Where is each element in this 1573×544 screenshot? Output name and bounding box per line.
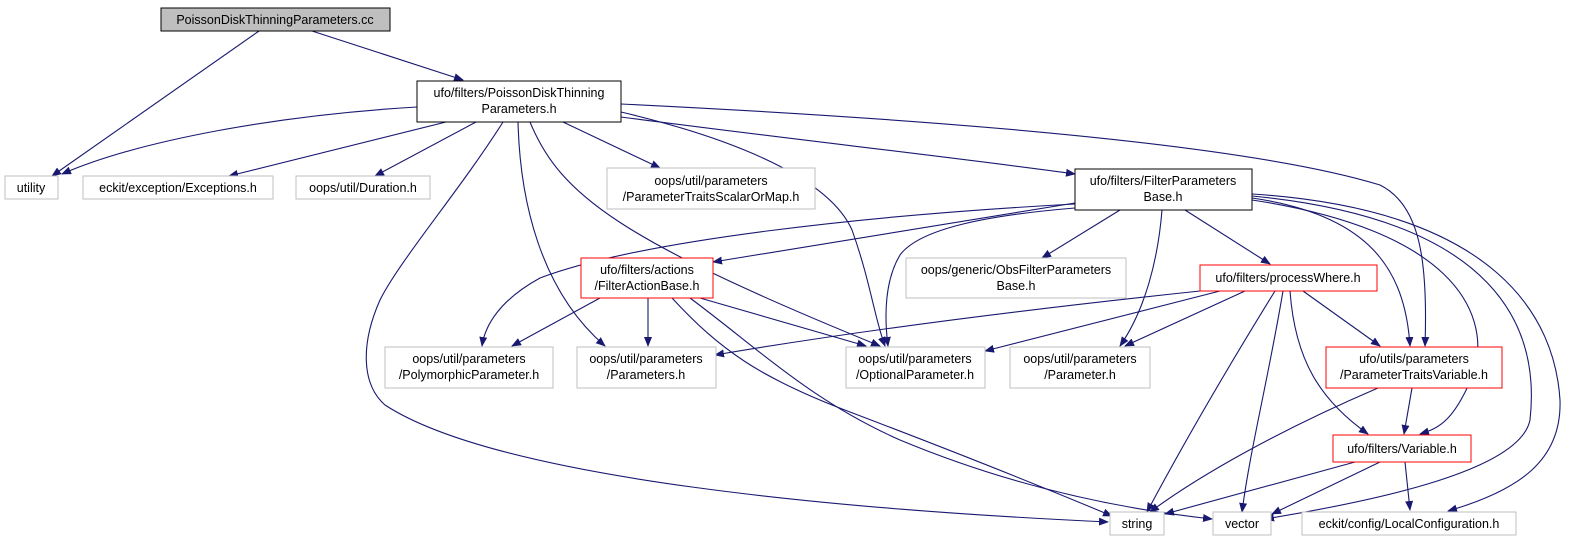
node-ptsom-label-1: oops/util/parameters [654,174,767,188]
node-ptsom-label-2: /ParameterTraitsScalarOrMap.h [623,190,800,204]
node-root[interactable]: PoissonDiskThinningParameters.cc [160,7,391,32]
edge-fpb-pw [1184,209,1271,265]
node-param[interactable]: oops/util/parameters /Parameter.h [1009,346,1151,389]
edge-fab-vector [689,297,1213,522]
node-vector[interactable]: vector [1212,511,1272,536]
edge-fpb-fab [712,202,1076,265]
node-fab-label-1: ufo/filters/actions [600,263,694,277]
node-pw[interactable]: ufo/filters/processWhere.h [1199,264,1378,292]
node-utility[interactable]: utility [4,175,59,200]
node-optp[interactable]: oops/util/parameters /OptionalParameter.… [845,346,986,389]
node-var-label: ufo/filters/Variable.h [1347,442,1457,456]
edge-fpb-optp [882,207,1076,347]
edge-pw-params [714,290,1201,358]
node-ptv-label-1: ufo/utils/parameters [1359,352,1469,366]
node-var[interactable]: ufo/filters/Variable.h [1332,434,1472,463]
edge-pdt-param [620,111,886,347]
node-string[interactable]: string [1109,511,1165,536]
node-obsfpb-label-2: Base.h [997,279,1036,293]
edge-var-localconf [1404,461,1414,511]
node-ptsom[interactable]: oops/util/parameters /ParameterTraitsSca… [606,167,816,210]
edge-pw-vector [1239,290,1284,513]
edge-fab-string [671,297,1113,517]
edge-pdt-duration [374,121,477,177]
node-polyp-label-1: oops/util/parameters [412,352,525,366]
edge-pdt-utility [61,106,418,175]
node-layer: PoissonDiskThinningParameters.cc ufo/fil… [4,7,1517,536]
node-vector-label: vector [1225,517,1259,531]
node-fpb-label-2: Base.h [1144,190,1183,204]
edge-fpb-polyp [479,203,1076,347]
node-param-label-2: /Parameter.h [1044,368,1116,382]
node-fab[interactable]: ufo/filters/actions /FilterActionBase.h [580,257,714,299]
node-params-label-1: oops/util/parameters [589,352,702,366]
node-string-label: string [1122,517,1153,531]
edge-fpb-ptv [1251,197,1414,347]
node-obsfpb-label-1: oops/generic/ObsFilterParameters [921,263,1111,277]
node-fpb[interactable]: ufo/filters/FilterParameters Base.h [1074,168,1253,211]
edge-pw-var [1289,290,1369,435]
edge-pdt-optp [529,121,881,347]
node-param-label-1: oops/util/parameters [1023,352,1136,366]
edge-fpb-var [1251,199,1479,436]
node-ptv-label-2: /ParameterTraitsVariable.h [1340,368,1488,382]
edge-pw-ptv [1302,290,1381,347]
edge-fpb-vector [1251,195,1532,522]
node-duration-label: oops/util/Duration.h [309,181,417,195]
edge-root-utility [51,30,260,177]
node-obsfpb[interactable]: oops/generic/ObsFilterParameters Base.h [905,257,1127,299]
node-ptv[interactable]: ufo/utils/parameters /ParameterTraitsVar… [1325,346,1503,389]
node-exceptions-label: eckit/exception/Exceptions.h [99,181,257,195]
edge-pw-param [1124,290,1246,347]
edge-fab-polyp [511,297,601,347]
edge-pdt-fpb [620,116,1076,177]
edge-pw-optp [984,290,1221,353]
node-pdt-label-2: Parameters.h [481,102,556,116]
node-localconf-label: eckit/config/LocalConfiguration.h [1319,517,1500,531]
edge-pdt-ptsom [562,121,661,169]
node-optp-label-2: /OptionalParameter.h [856,368,974,382]
edge-var-vector [1271,461,1381,515]
node-pw-label: ufo/filters/processWhere.h [1215,271,1360,285]
edge-pdt-params [517,121,606,347]
node-fpb-label-1: ufo/filters/FilterParameters [1090,174,1237,188]
edge-pdt-exceptions [228,121,447,178]
node-pdt[interactable]: ufo/filters/PoissonDiskThinning Paramete… [416,80,622,123]
node-params-label-2: /Parameters.h [607,368,686,382]
edge-pw-string [1146,290,1276,513]
edge-ptv-string [1149,387,1379,513]
edge-layer [51,30,1561,526]
node-fab-label-2: /FilterActionBase.h [595,279,700,293]
node-localconf[interactable]: eckit/config/LocalConfiguration.h [1301,511,1517,536]
edge-fpb-param [1119,209,1163,347]
node-params[interactable]: oops/util/parameters /Parameters.h [576,346,717,389]
edge-fab-optp [699,297,867,348]
node-polyp-label-2: /PolymorphicParameter.h [399,368,539,382]
edge-fpb-localconf [1251,193,1561,513]
node-utility-label: utility [17,181,46,195]
node-pdt-label-1: ufo/filters/PoissonDiskThinning [434,86,605,100]
node-exceptions[interactable]: eckit/exception/Exceptions.h [82,175,274,200]
edge-pdt-string [365,121,1109,526]
node-optp-label-1: oops/util/parameters [858,352,971,366]
node-duration[interactable]: oops/util/Duration.h [295,175,431,200]
edge-root-pdt [311,30,464,82]
edge-fpb-obsfpb [1041,209,1121,259]
edge-pdt-ptv [620,103,1430,347]
edge-var-string [1164,461,1356,516]
edge-ptv-var [1401,387,1413,435]
node-polyp[interactable]: oops/util/parameters /PolymorphicParamet… [384,346,554,389]
node-root-label: PoissonDiskThinningParameters.cc [176,13,373,27]
